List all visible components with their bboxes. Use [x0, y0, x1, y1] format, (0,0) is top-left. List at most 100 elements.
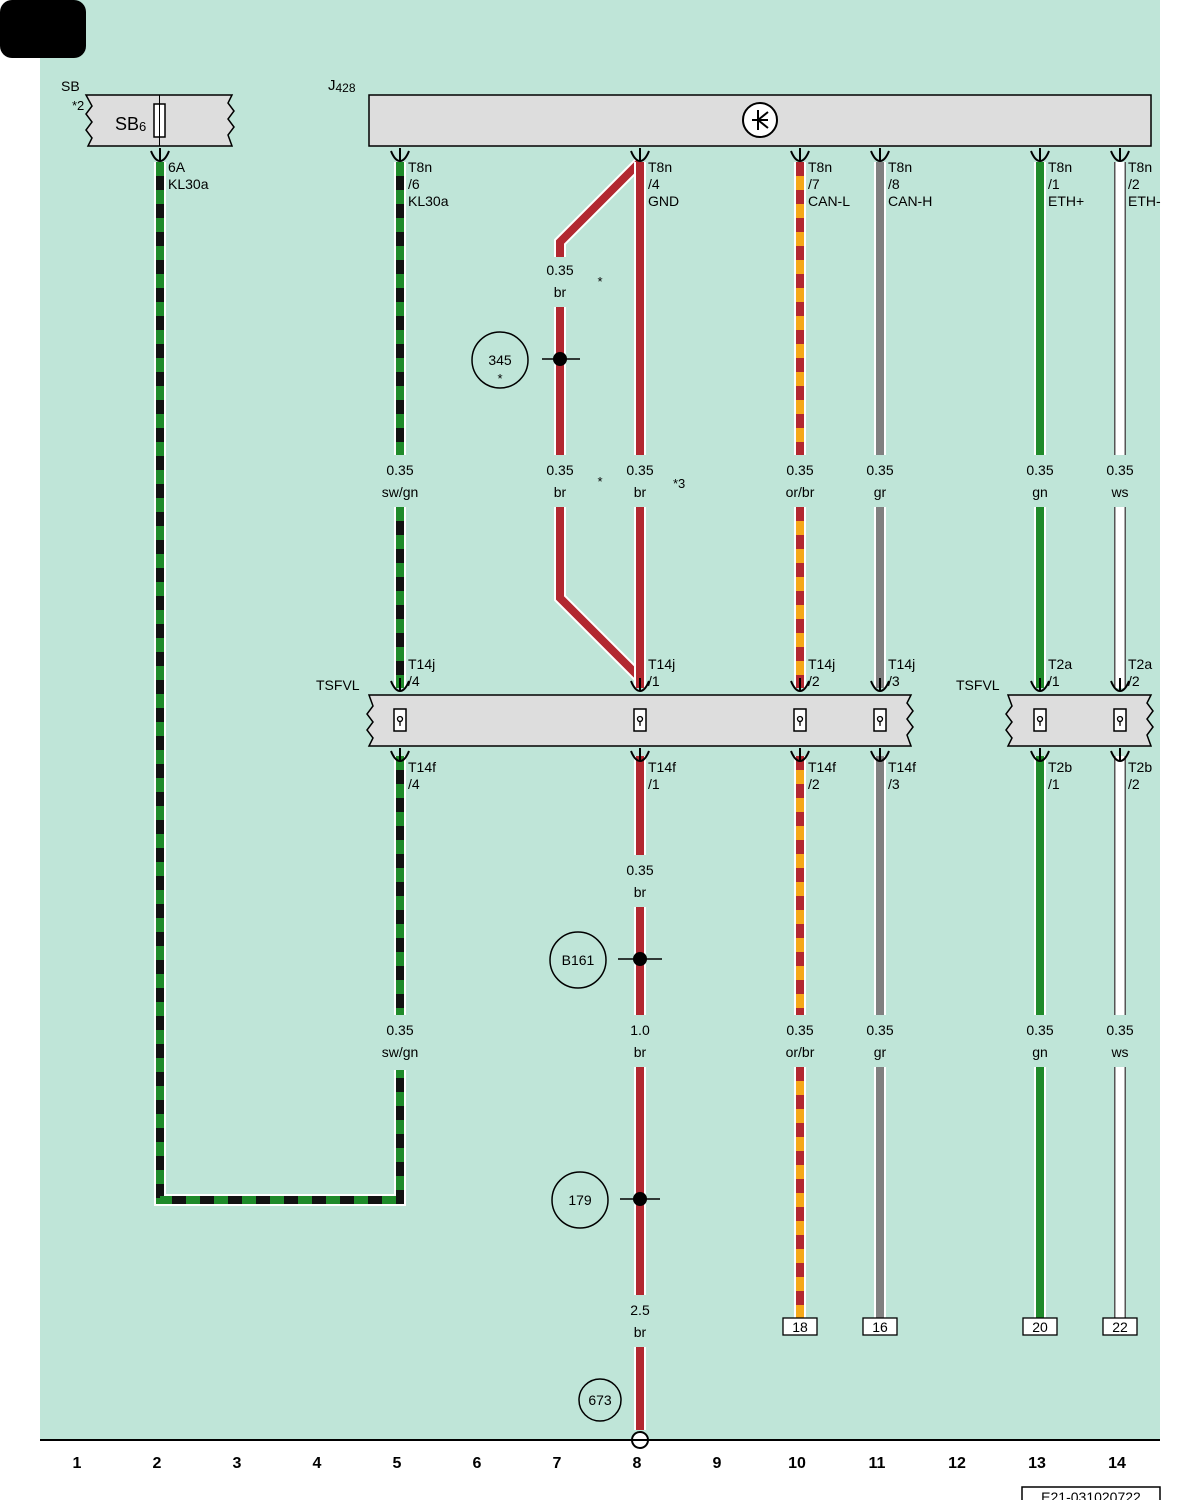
w14-color2: ws	[1110, 1044, 1128, 1060]
ref-box-20-label: 20	[1032, 1319, 1048, 1335]
w14-pin-conn: T8n	[1128, 159, 1152, 175]
w11-tj-conn: T14j	[888, 656, 915, 672]
wire-kl30a-sb6	[154, 162, 406, 1206]
ref-box-18-label: 18	[792, 1319, 808, 1335]
w7-star-b: *	[597, 474, 602, 489]
w8-note: *3	[673, 476, 685, 491]
w11-pin-conn: T8n	[888, 159, 912, 175]
column-number: 11	[869, 1455, 886, 1472]
column-number: 7	[553, 1455, 562, 1472]
w8-color2: br	[634, 884, 647, 900]
ground-point-179[interactable]: 179	[551, 1171, 660, 1229]
column-number: 1	[73, 1455, 82, 1472]
control-unit-name: J428	[328, 77, 356, 95]
w7-color-a: br	[554, 284, 567, 300]
w7-gauge-a: 0.35	[546, 262, 573, 278]
w5-tj-pin: /4	[408, 673, 420, 689]
column-number: 10	[788, 1455, 806, 1472]
w8-gauge2: 0.35	[626, 862, 653, 878]
w11-pin-sig: CAN-H	[888, 193, 932, 209]
fuse-block-sb	[84, 94, 235, 147]
ground-point-673[interactable]: 673	[578, 1378, 622, 1422]
w2-amp: 6A	[168, 159, 186, 175]
tsfvl-label-main: TSFVL	[316, 677, 360, 693]
w7-gauge-b: 0.35	[546, 462, 573, 478]
fuse-label: SB6	[115, 114, 146, 134]
document-id: E21-031020722	[1041, 1489, 1141, 1500]
w11-tf-conn: T14f	[888, 759, 916, 775]
w11-gauge: 0.35	[866, 462, 893, 478]
w11-tf-pin: /3	[888, 776, 900, 792]
column-number: 4	[313, 1455, 322, 1472]
w8-tj-conn: T14j	[648, 656, 675, 672]
w13-tf-conn: T2b	[1048, 759, 1072, 775]
column-number: 2	[153, 1455, 162, 1472]
column-number: 8	[633, 1455, 642, 1472]
w13-color2: gn	[1032, 1044, 1048, 1060]
w5-color: sw/gn	[382, 484, 419, 500]
w5-tf-pin: /4	[408, 776, 420, 792]
w14-tj-conn: T2a	[1128, 656, 1152, 672]
control-unit-symbol-icon	[742, 102, 778, 138]
w7-color-b: br	[554, 484, 567, 500]
w10-tj-pin: /2	[808, 673, 820, 689]
control-unit-sub: 428	[336, 81, 356, 95]
w10-tj-conn: T14j	[808, 656, 835, 672]
ground-point-b161[interactable]: B161	[549, 931, 662, 989]
w5-tj-conn: T14j	[408, 656, 435, 672]
connector-tsfvl-eth	[1005, 694, 1154, 747]
w5-color2: sw/gn	[382, 1044, 419, 1060]
wire-gnd-branch	[554, 157, 645, 683]
column-number: 6	[473, 1455, 482, 1472]
fuse-label-sub: 6	[139, 119, 146, 134]
tsfvl-label-eth: TSFVL	[956, 677, 1000, 693]
ground-point-345[interactable]: 345 *	[471, 331, 580, 389]
w5-gauge2: 0.35	[386, 1022, 413, 1038]
fuse-block-note: *2	[72, 98, 84, 113]
w8-color: br	[634, 484, 647, 500]
ref-box-22[interactable]: 22	[1102, 1317, 1138, 1336]
w7-star-a: *	[597, 274, 602, 289]
w8-color4: br	[634, 1324, 647, 1340]
w5-pin-no: /6	[408, 176, 420, 192]
ground-point-345-label: 345	[488, 352, 512, 368]
w13-tj-pin: /1	[1048, 673, 1060, 689]
w8-pin-no: /4	[648, 176, 660, 192]
w14-pin-no: /2	[1128, 176, 1140, 192]
w13-tj-conn: T2a	[1048, 656, 1072, 672]
ref-box-16-label: 16	[872, 1319, 888, 1335]
column-number: 3	[233, 1455, 242, 1472]
w10-color: or/br	[786, 484, 815, 500]
w5-tf-conn: T14f	[408, 759, 436, 775]
w8-gauge: 0.35	[626, 462, 653, 478]
column-number: 12	[948, 1455, 966, 1472]
w5-pin-sig: KL30a	[408, 193, 449, 209]
ref-box-18[interactable]: 18	[782, 1317, 818, 1336]
w10-pin-sig: CAN-L	[808, 193, 850, 209]
w13-pin-no: /1	[1048, 176, 1060, 192]
column-number: 14	[1108, 1455, 1126, 1472]
ref-box-16[interactable]: 16	[862, 1317, 898, 1336]
w13-pin-conn: T8n	[1048, 159, 1072, 175]
ref-box-20[interactable]: 20	[1022, 1317, 1058, 1336]
w10-tf-conn: T14f	[808, 759, 836, 775]
w10-gauge: 0.35	[786, 462, 813, 478]
w10-gauge2: 0.35	[786, 1022, 813, 1038]
w8-tj-pin: /1	[648, 673, 660, 689]
w14-tf-pin: /2	[1128, 776, 1140, 792]
w8-pin-conn: T8n	[648, 159, 672, 175]
w13-color: gn	[1032, 484, 1048, 500]
w11-color2: gr	[874, 1044, 887, 1060]
fuse-label-main: SB	[115, 114, 139, 134]
w10-tf-pin: /2	[808, 776, 820, 792]
w13-gauge: 0.35	[1026, 462, 1053, 478]
w14-gauge: 0.35	[1106, 462, 1133, 478]
control-unit-j428	[368, 94, 1152, 147]
w10-pin-no: /7	[808, 176, 820, 192]
ground-point-345-star: *	[497, 371, 502, 386]
w13-tf-pin: /1	[1048, 776, 1060, 792]
w10-color2: or/br	[786, 1044, 815, 1060]
w11-gauge2: 0.35	[866, 1022, 893, 1038]
w8-gauge3: 1.0	[630, 1022, 650, 1038]
